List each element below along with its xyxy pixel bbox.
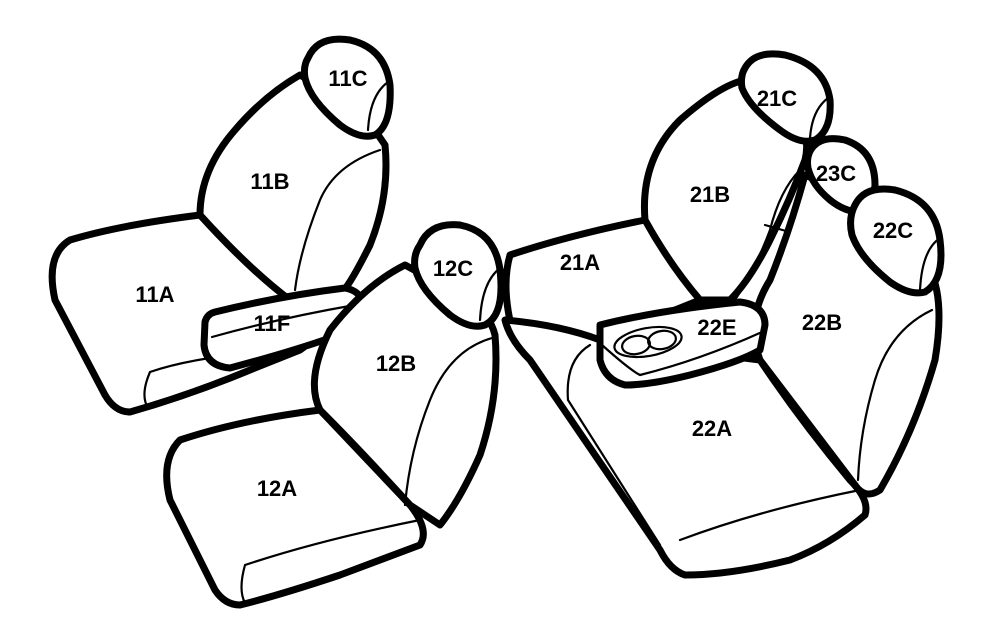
label-21c: 21C [757,86,797,111]
seat-part-22a-left-seam [566,343,662,547]
label-12b: 12B [376,351,416,376]
seat-part-21b-side-seam [733,168,802,302]
label-22a: 22A [692,416,732,441]
seat-part-12a-cushion[interactable] [163,406,427,609]
seat-part-22e-seam [600,330,764,377]
label-22e: 22E [697,315,736,340]
seat-part-22c-headrest[interactable] [847,185,945,297]
seat-part-21c-headrest[interactable] [737,50,834,145]
seat-part-12c-headrest[interactable] [411,221,505,330]
seat-part-12b-backrest[interactable] [310,261,500,529]
seat-part-11c-seam [366,80,390,132]
label-22b: 22B [802,310,842,335]
label-21a: 21A [560,250,600,275]
seat-11-group [48,35,394,416]
seat-12-group [163,221,505,609]
seat-part-22a-front-seam [678,488,862,542]
seat-part-21c-seam [808,96,830,140]
label-23c: 23C [816,161,856,186]
label-11b: 11B [250,169,289,194]
label-22c: 22C [873,218,913,243]
seat-part-11f-armrest[interactable] [200,284,366,372]
label-12c: 12C [433,256,473,281]
seat-part-11b-side-seam [293,148,382,292]
label-11c: 11C [328,66,367,91]
seat-part-22c-seam [918,236,942,292]
seat-part-11f-seam [210,303,357,339]
part-labels: 11C 11B 11A 11F 12C 12B 12A 21C 23C 22C … [135,66,913,501]
seat-part-12c-seam [478,266,502,322]
seat-part-22b-side-seam [856,308,934,482]
label-21b: 21B [690,182,730,207]
seat-part-11c-headrest[interactable] [300,35,394,140]
label-12a: 12A [257,476,297,501]
seat-rear-group [501,50,945,579]
seat-part-22e-armrest[interactable] [596,298,769,389]
seat-part-12a-seam [240,518,422,605]
cup-holder-icon [613,325,683,359]
seat-part-12b-side-seam [403,336,494,507]
label-11f: 11F [254,311,291,336]
label-11a: 11A [135,282,174,307]
